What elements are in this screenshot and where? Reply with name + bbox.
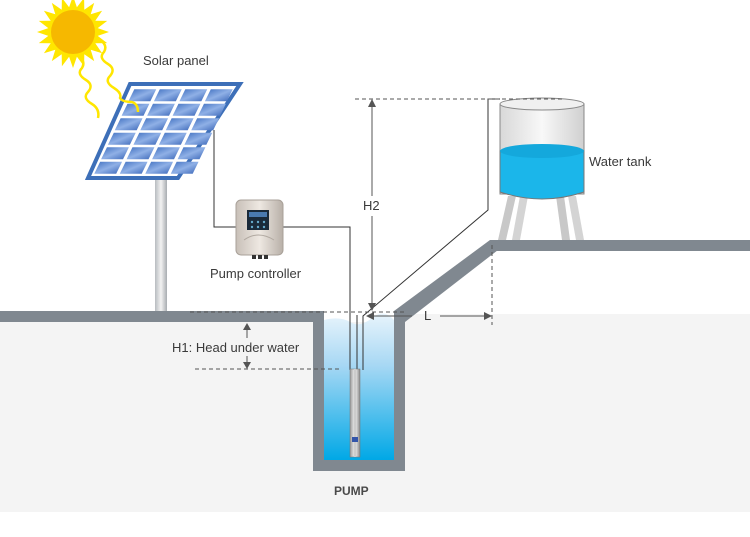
solar-cell [107,132,136,145]
dimension-lines [190,98,565,370]
arrow-down-icon [243,362,251,369]
pump-controller-label: Pump controller [210,266,302,281]
solar-cell [147,103,175,116]
solar-cell [133,132,162,145]
sunlight-ray [77,54,100,119]
solar-cell [177,147,206,160]
solar-cell [198,103,226,116]
solar-cell [101,147,129,160]
solar-cell [126,147,155,160]
arrow-up-icon [368,99,376,107]
h2-label: H2 [363,198,380,213]
pump-label: PUMP [334,484,369,498]
arrow-down-icon [368,303,376,311]
power-cable [213,130,358,370]
water-tank-label: Water tank [589,154,652,169]
solar-cell [172,103,201,116]
l-label: L [424,308,432,323]
sun-icon [37,0,109,68]
ground-profile [0,240,750,471]
underground-area-right [405,314,750,512]
solar-cell [94,161,123,174]
dimension-arrowheads [243,99,492,369]
solar-cell [204,89,233,102]
solar-cell [128,89,157,102]
solar-cell [114,118,143,131]
h1-label: H1: Head under water [172,340,300,355]
solar-cell [184,132,213,145]
submersible-pump [349,368,361,458]
arrow-right-icon [484,312,492,320]
solar-cell [158,132,187,145]
arrow-up-icon [243,323,251,330]
solar-cell [140,118,169,131]
solar-cell [145,161,174,174]
solar-panel-label: Solar panel [143,53,209,68]
solar-cell [191,118,220,131]
arrow-left-icon [366,312,374,320]
solar-cell [153,89,182,102]
solar-panel-pole [155,176,167,311]
solar-panel [84,82,244,180]
solar-cell [179,89,208,102]
solar-cell [119,161,148,174]
solar-cell [121,103,150,116]
pump-controller [235,199,284,259]
solar-cell [170,161,199,174]
solar-cell [152,147,180,160]
water-tank [498,97,585,240]
solar-cell [165,118,194,131]
sunlight-ray [99,38,140,113]
